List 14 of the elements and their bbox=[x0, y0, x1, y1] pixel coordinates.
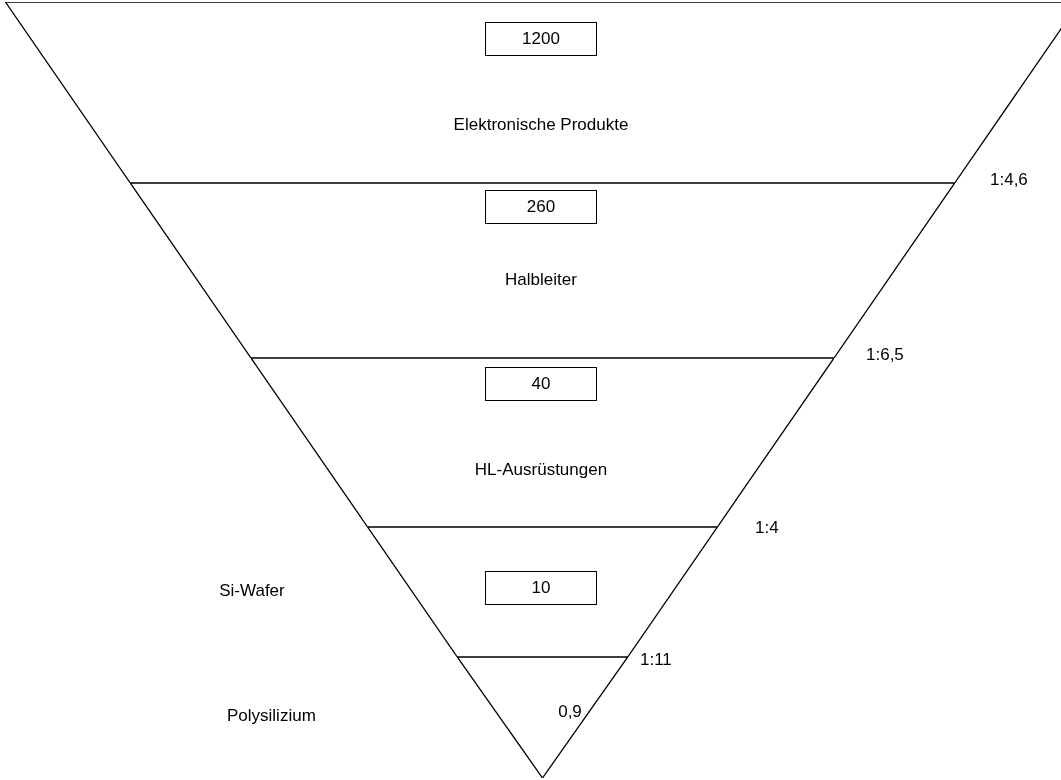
value-label: 0,9 bbox=[558, 702, 582, 722]
band-label: HL-Ausrüstungen bbox=[474, 460, 608, 480]
band-label: Elektronische Produkte bbox=[453, 115, 629, 135]
band-label: Si-Wafer bbox=[219, 581, 285, 601]
value-box: 40 bbox=[485, 367, 597, 401]
ratio-label: 1:4 bbox=[755, 518, 779, 538]
band-label: Halbleiter bbox=[505, 270, 577, 290]
layer-label: Polysilizium bbox=[227, 706, 316, 726]
ratio-label: 1:6,5 bbox=[866, 345, 904, 365]
ratio-label: 1:4,6 bbox=[990, 170, 1028, 190]
value-box: 1200 bbox=[485, 22, 597, 56]
value-box: 260 bbox=[485, 190, 597, 224]
ratio-label: 1:11 bbox=[640, 650, 672, 670]
value-box: 10 bbox=[485, 571, 597, 605]
